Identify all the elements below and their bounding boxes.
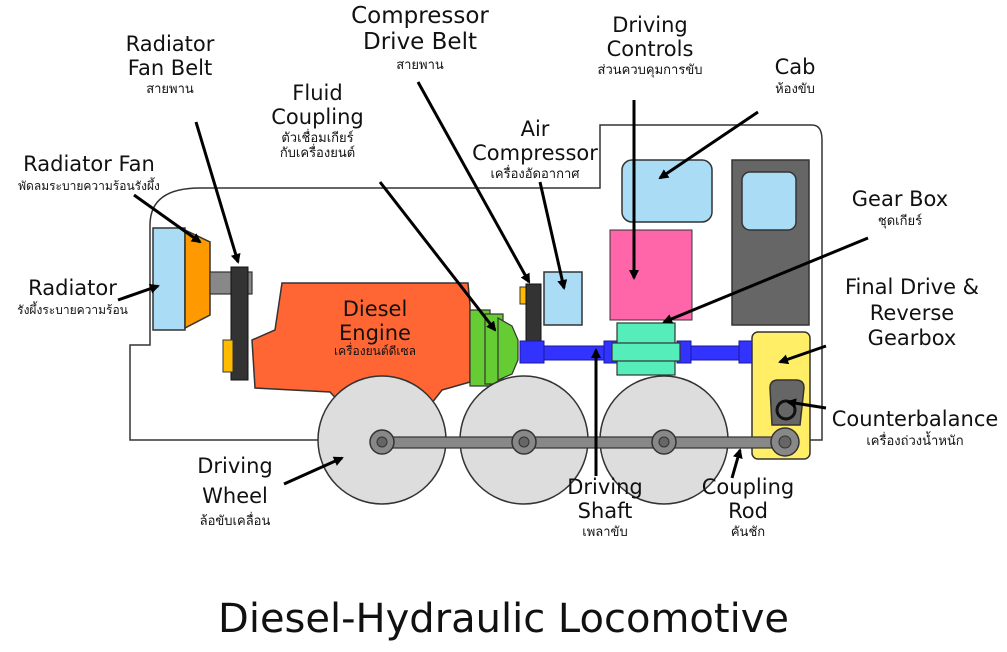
cab-door-window — [741, 171, 797, 231]
label-compressor-drive-belt-en: Compressor Drive Belt — [351, 3, 489, 55]
label-counterbalance: Counterbalance เครื่องถ่วงน้ำหนัก — [825, 407, 1005, 449]
arrow-cab — [658, 110, 759, 180]
label-radiator-fan: Radiator Fan พัดลมระบายความร้อนรังผึ้ง — [0, 152, 178, 193]
label-gear-box-th: ชุดเกียร์ — [877, 213, 923, 229]
arrow-radiator — [117, 283, 160, 302]
radiator-block — [152, 227, 186, 331]
arrow-final-drive — [778, 344, 827, 365]
arrow-gear-box — [662, 236, 869, 324]
label-cab-en: Cab — [774, 55, 816, 79]
label-radiator-th: รังผึ้งระบายความร้อน — [17, 302, 128, 317]
label-driving-wheel-th: ล้อขับเคลื่อน — [199, 513, 271, 529]
label-driving-shaft: Driving Shaft เพลาขับ — [545, 475, 665, 541]
label-driving-controls-en: Driving Controls — [606, 13, 694, 61]
counterbalance-pin — [775, 399, 797, 421]
label-diesel-engine-en: Diesel Engine — [339, 297, 411, 345]
label-cab-th: ห้องขับ — [775, 81, 815, 97]
cab-window — [621, 159, 713, 223]
label-fluid-coupling-en: Fluid Coupling — [271, 81, 364, 129]
fluid-coupling-cone — [497, 316, 519, 381]
label-final-drive: Final Drive & Reverse Gearbox — [822, 275, 1002, 352]
diagram-title: Diesel-Hydraulic Locomotive — [218, 596, 789, 642]
label-driving-wheel: Driving Wheel ล้อขับเคลื่อน — [170, 451, 300, 529]
label-fluid-coupling-th: ตัวเชื่อมเกียร์ กับเครื่องยนต์ — [279, 131, 356, 161]
arrow-counterbalance — [786, 398, 827, 410]
rod-pin-2-center — [518, 436, 530, 448]
label-coupling-rod-en: Coupling Rod — [701, 475, 795, 523]
label-coupling-rod-th: คันชัก — [730, 525, 766, 541]
label-driving-wheel-en: Driving Wheel — [197, 454, 273, 509]
compressor-drive-belt-shape — [525, 283, 542, 345]
label-air-compressor-th: เครื่องอัดอากาศ — [490, 167, 580, 183]
radiator-fan-shape — [184, 228, 211, 330]
label-coupling-rod: Coupling Rod คันชัก — [683, 475, 813, 541]
coupling-rod — [379, 436, 786, 449]
gear-box-band — [611, 342, 681, 362]
label-fluid-coupling: Fluid Coupling ตัวเชื่อมเกียร์ กับเครื่อ… — [245, 81, 390, 161]
label-gear-box: Gear Box ชุดเกียร์ — [835, 187, 965, 229]
label-driving-shaft-en: Driving Shaft — [567, 475, 643, 523]
label-radiator-fan-belt: Radiator Fan Belt สายพาน — [100, 32, 240, 98]
radiator-fan-belt-shape — [230, 266, 249, 381]
arrow-radiator-fan-belt — [194, 121, 241, 264]
label-air-compressor: Air Compressor เครื่องอัดอากาศ — [465, 117, 605, 183]
label-driving-shaft-th: เพลาขับ — [582, 525, 628, 541]
label-air-compressor-en: Air Compressor — [472, 117, 598, 165]
label-final-drive-en: Final Drive & Reverse Gearbox — [844, 275, 980, 351]
rod-pin-4-center — [778, 435, 792, 449]
label-driving-controls: Driving Controls ส่วนควบคุมการขับ — [570, 13, 730, 79]
arrow-air-compressor — [538, 181, 568, 290]
arrow-fluid-coupling — [378, 181, 497, 332]
label-diesel-engine-th: เครื่องยนต์ดีเซล — [333, 344, 417, 359]
label-cab: Cab ห้องขับ — [750, 55, 840, 97]
label-radiator-en: Radiator — [28, 276, 117, 300]
arrow-driving-wheel — [283, 456, 344, 486]
label-radiator-fan-th: พัดลมระบายความร้อนรังผึ้ง — [18, 178, 160, 193]
label-compressor-drive-belt: Compressor Drive Belt สายพาน — [335, 3, 505, 73]
shaft-joint-1 — [519, 340, 545, 364]
arrow-compressor-drive-belt — [416, 81, 531, 284]
label-radiator-fan-en: Radiator Fan — [23, 152, 155, 176]
label-radiator-fan-belt-th: สายพาน — [146, 82, 194, 98]
driving-controls-block — [609, 229, 693, 321]
label-compressor-drive-belt-th: สายพาน — [396, 57, 444, 73]
crank-pulley — [222, 339, 234, 373]
arrow-coupling-rod — [730, 448, 743, 479]
arrow-radiator-fan — [133, 193, 202, 244]
rod-pin-1-center — [376, 436, 388, 448]
label-diesel-engine: Diesel Engine เครื่องยนต์ดีเซล — [295, 297, 455, 359]
rod-pin-3-center — [658, 436, 670, 448]
label-driving-controls-th: ส่วนควบคุมการขับ — [597, 63, 703, 79]
label-radiator-fan-belt-en: Radiator Fan Belt — [125, 32, 215, 80]
label-radiator: Radiator รังผึ้งระบายความร้อน — [0, 276, 145, 317]
label-counterbalance-en: Counterbalance — [831, 407, 999, 431]
label-counterbalance-th: เครื่องถ่วงน้ำหนัก — [866, 433, 964, 449]
shaft-joint-4 — [738, 340, 754, 364]
label-gear-box-en: Gear Box — [851, 187, 949, 211]
